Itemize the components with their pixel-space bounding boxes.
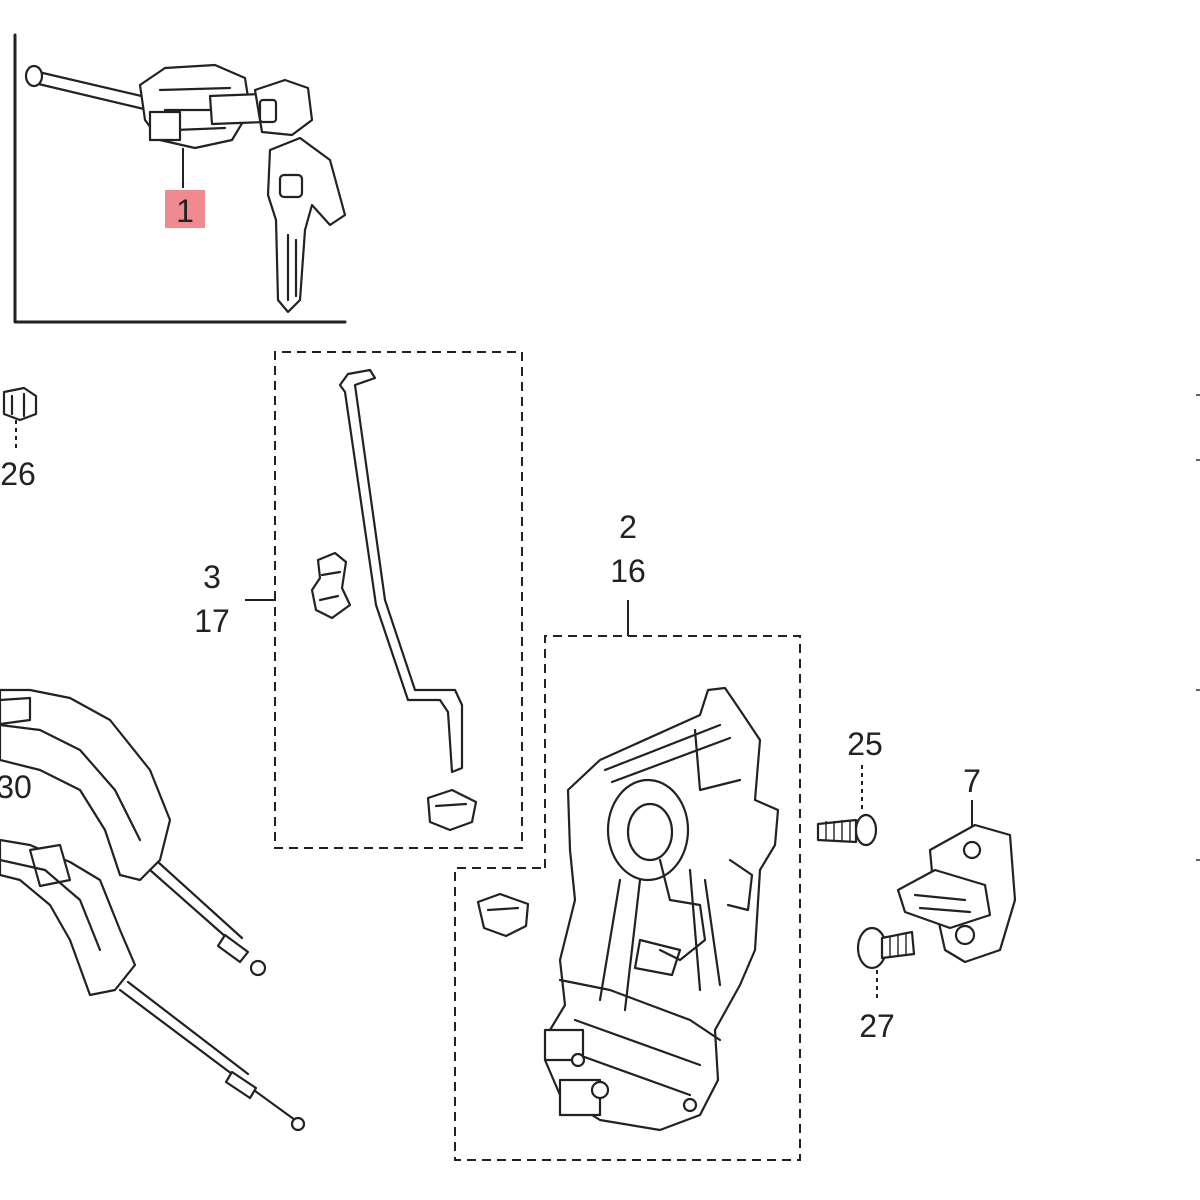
- key-cylinder-part: [24, 63, 347, 314]
- callout-label: 26: [0, 456, 36, 492]
- right-edge-marks: [1196, 394, 1200, 861]
- callout-1: 1: [165, 190, 205, 229]
- callout-label: 2: [619, 509, 637, 545]
- callout-label: 7: [963, 763, 981, 799]
- callout-label: 16: [610, 553, 646, 589]
- cable-part-30: 30: [0, 688, 306, 1132]
- inset-frame: [13, 33, 347, 324]
- striker-part-7: 7: [896, 763, 1017, 964]
- callout-label: 17: [194, 603, 230, 639]
- callout-label: 25: [847, 726, 883, 762]
- callout-label: 1: [176, 193, 194, 229]
- clip-part-26: 26: [0, 386, 38, 492]
- latch-assembly-group: 2 16: [454, 509, 801, 1161]
- callout-label: 27: [859, 1008, 895, 1044]
- highlight-box: [165, 190, 205, 228]
- screw-part-25: 25: [816, 726, 883, 847]
- callout-label: 30: [0, 769, 32, 805]
- bolt-part-27: 27: [856, 926, 916, 1044]
- callout-label: 3: [203, 559, 221, 595]
- rod-assembly-group: 3 17: [194, 351, 523, 849]
